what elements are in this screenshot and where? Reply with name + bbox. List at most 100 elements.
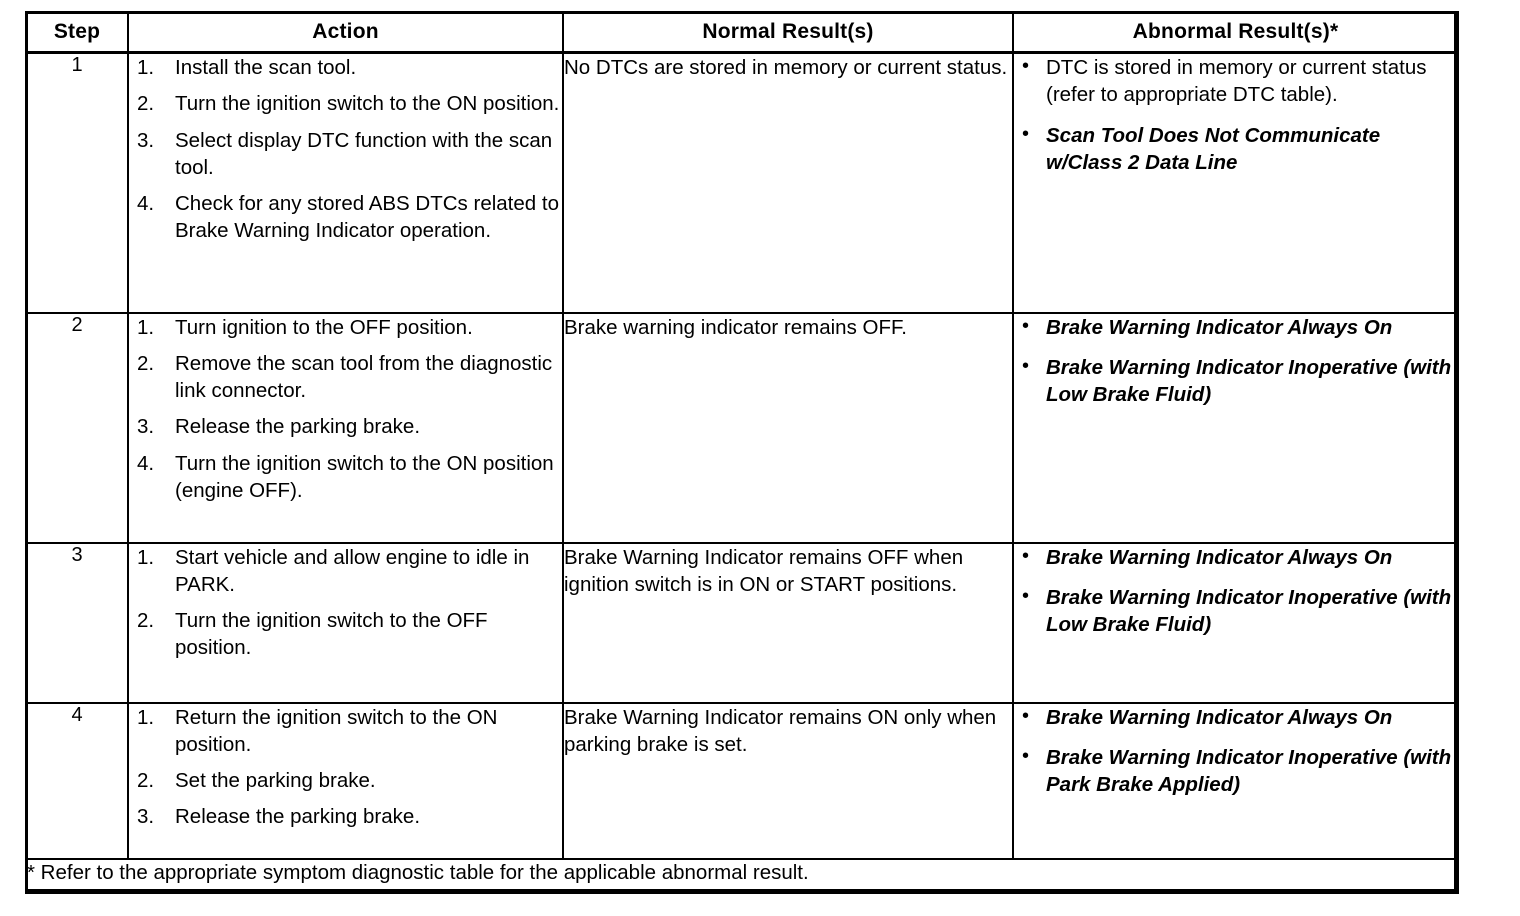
action-step-number: 3.	[137, 128, 155, 152]
action-step-number: 1.	[137, 705, 155, 729]
action-step-number: 2.	[137, 92, 155, 116]
action-step-text: Check for any stored ABS DTCs related to…	[175, 192, 559, 243]
step-number: 1	[71, 54, 83, 76]
action-cell: 1. Install the scan tool. 2. Turn the igni…	[127, 51, 564, 314]
step-number: 2	[71, 313, 83, 336]
action-step-number: 1.	[137, 315, 155, 339]
abnormal-result-text: Brake Warning Indicator Always On	[1046, 705, 1393, 729]
bullet-icon: •	[1022, 354, 1030, 377]
action-step-item: 3. Select display DTC function with the s…	[129, 127, 562, 182]
action-step-text: Release the parking brake.	[175, 415, 421, 439]
action-step-text: Set the parking brake.	[175, 769, 376, 792]
normal-result-cell: Brake warning indicator remains OFF.	[562, 311, 1014, 544]
action-step-list: 1. Turn ignition to the OFF position. 2. R…	[129, 314, 562, 505]
abnormal-result-item: • Brake Warning Indicator Always On	[1014, 544, 1457, 571]
table-header-row: Step Action Normal Result(s) Abnormal Re…	[25, 11, 1459, 54]
bullet-icon: •	[1022, 704, 1030, 727]
action-step-text: Select display DTC function with the sca…	[175, 128, 553, 179]
action-step-text: Start vehicle and allow engine to idle i…	[175, 545, 530, 596]
action-step-item: 2. Turn the ignition switch to the OFF po…	[129, 607, 562, 662]
action-cell: 1. Start vehicle and allow engine to idle…	[127, 541, 564, 704]
abnormal-result-list: • Brake Warning Indicator Always On •Brak…	[1014, 704, 1457, 799]
abnormal-result-cell: • Brake Warning Indicator Always On • Brak…	[1012, 311, 1459, 544]
action-step-item: 1. Start vehicle and allow engine to idle…	[129, 544, 562, 599]
abnormal-result-text: Scan Tool Does Not Communicate w/Class 2…	[1046, 123, 1381, 174]
action-step-item: 3. Release the parking brake.	[129, 413, 562, 440]
action-step-text: Turn ignition to the OFF position.	[175, 315, 473, 339]
action-step-item: 1. Return the ignition switch to the ON p…	[129, 704, 562, 759]
bullet-icon: •	[1022, 584, 1030, 607]
action-step-text: Release the parking brake.	[175, 805, 421, 829]
abnormal-result-list: • Brake Warning Indicator Always On • Brak…	[1014, 314, 1457, 409]
diagnostic-system-check-table: Step Action Normal Result(s) Abnormal Re…	[25, 11, 1459, 894]
action-step-text: Turn the ignition switch to the ON posit…	[175, 451, 554, 502]
abnormal-result-text: DTC is stored in memory or current statu…	[1046, 56, 1427, 107]
action-step-item: 1. Install the scan tool.	[129, 54, 562, 81]
column-header-normal-result: Normal Result(s)	[562, 11, 1014, 54]
abnormal-result-item: •DTC is stored in memory or current stat…	[1014, 54, 1457, 109]
abnormal-result-item: • Brake Warning Indicator Always On	[1014, 704, 1457, 731]
action-step-number: 2.	[137, 609, 155, 632]
action-step-item: 4. Turn the ignition switch to the ON pos…	[129, 450, 562, 505]
abnormal-result-list: • Brake Warning Indicator Always On • Brak…	[1014, 544, 1457, 639]
action-step-item: 3. Release the parking brake.	[129, 803, 562, 830]
action-step-number: 2.	[137, 769, 155, 792]
table-body: 1 1. Install the scan tool. 2. Turn the ig…	[25, 51, 1459, 894]
action-step-list: 1. Start vehicle and allow engine to idle…	[129, 544, 562, 662]
footnote-row: * Refer to the appropriate symptom diagn…	[25, 857, 1459, 894]
column-header-step: Step	[25, 11, 129, 54]
abnormal-result-item: • Brake Warning Indicator Inoperative (wi…	[1014, 354, 1457, 409]
action-step-number: 1.	[137, 545, 155, 569]
action-step-item: 2. Remove the scan tool from the diagnost…	[129, 350, 562, 405]
action-step-item: 2. Set the parking brake.	[129, 767, 562, 794]
abnormal-result-text: Brake Warning Indicator Inoperative (wit…	[1046, 585, 1452, 636]
step-number-cell: 4	[25, 701, 129, 860]
action-step-number: 3.	[137, 805, 155, 829]
action-step-list: 1. Return the ignition switch to the ON p…	[129, 704, 562, 831]
normal-result-text: No DTCs are stored in memory or current …	[564, 56, 1008, 79]
table-header: Step Action Normal Result(s) Abnormal Re…	[25, 11, 1459, 54]
step-number-cell: 2	[25, 311, 129, 544]
column-header-action: Action	[127, 11, 564, 54]
abnormal-result-list: • DTC is stored in memory or current stat…	[1014, 54, 1457, 176]
step-number: 3	[71, 543, 83, 566]
action-step-number: 3.	[137, 415, 155, 439]
action-step-text: Remove the scan tool from the diagnostic…	[175, 351, 553, 402]
abnormal-result-text: Brake Warning Indicator Inoperative (wit…	[1046, 355, 1452, 406]
bullet-icon: •	[1022, 314, 1030, 337]
bullet-icon: •	[1022, 544, 1030, 567]
action-step-text: Install the scan tool.	[175, 56, 357, 79]
action-step-number: 1.	[137, 56, 155, 79]
normal-result-cell: Brake Warning Indicator remains ON only …	[562, 701, 1014, 860]
normal-result-cell: Brake Warning Indicator remains OFF when…	[562, 541, 1014, 704]
action-step-text: Return the ignition switch to the ON pos…	[175, 705, 498, 756]
abnormal-result-cell: • Brake Warning Indicator Always On • Brak…	[1012, 541, 1459, 704]
abnormal-result-cell: • DTC is stored in memory or current stat…	[1012, 51, 1459, 314]
abnormal-result-item: •Brake Warning Indicator Inoperative (wi…	[1014, 744, 1457, 799]
step-number-cell: 3	[25, 541, 129, 704]
action-cell: 1. Turn ignition to the OFF position. 2. R…	[127, 311, 564, 544]
normal-result-text: Brake Warning Indicator remains ON only …	[564, 705, 997, 756]
action-step-item: 4. Check for any stored ABS DTCs related …	[129, 190, 562, 245]
step-number: 4	[71, 703, 83, 726]
action-step-number: 4.	[137, 451, 155, 475]
table-row: 2 1. Turn ignition to the OFF position. 2…	[25, 311, 1459, 544]
bullet-icon: •	[1022, 122, 1030, 145]
bullet-icon: •	[1022, 744, 1030, 767]
action-step-list: 1. Install the scan tool. 2. Turn the igni…	[129, 54, 562, 245]
action-step-number: 4.	[137, 192, 155, 215]
abnormal-result-item: • Brake Warning Indicator Inoperative (wi…	[1014, 584, 1457, 639]
abnormal-result-text: Brake Warning Indicator Always On	[1046, 545, 1393, 569]
normal-result-cell: No DTCs are stored in memory or current …	[562, 51, 1014, 314]
action-step-text: Turn the ignition switch to the ON posit…	[175, 92, 560, 116]
action-step-number: 2.	[137, 351, 155, 375]
column-header-abnormal-result: Abnormal Result(s)*	[1012, 11, 1459, 54]
action-step-text: Turn the ignition switch to the OFF posi…	[175, 609, 488, 660]
footnote-text: * Refer to the appropriate symptom diagn…	[25, 857, 1459, 894]
action-step-item: 2. Turn the ignition switch to the ON pos…	[129, 90, 562, 117]
normal-result-text: Brake warning indicator remains OFF.	[564, 315, 907, 339]
normal-result-text: Brake Warning Indicator remains OFF when…	[564, 545, 964, 596]
abnormal-result-item: • Scan Tool Does Not Communicate w/Class …	[1014, 122, 1457, 177]
abnormal-result-text: Brake Warning Indicator Always On	[1046, 315, 1393, 339]
